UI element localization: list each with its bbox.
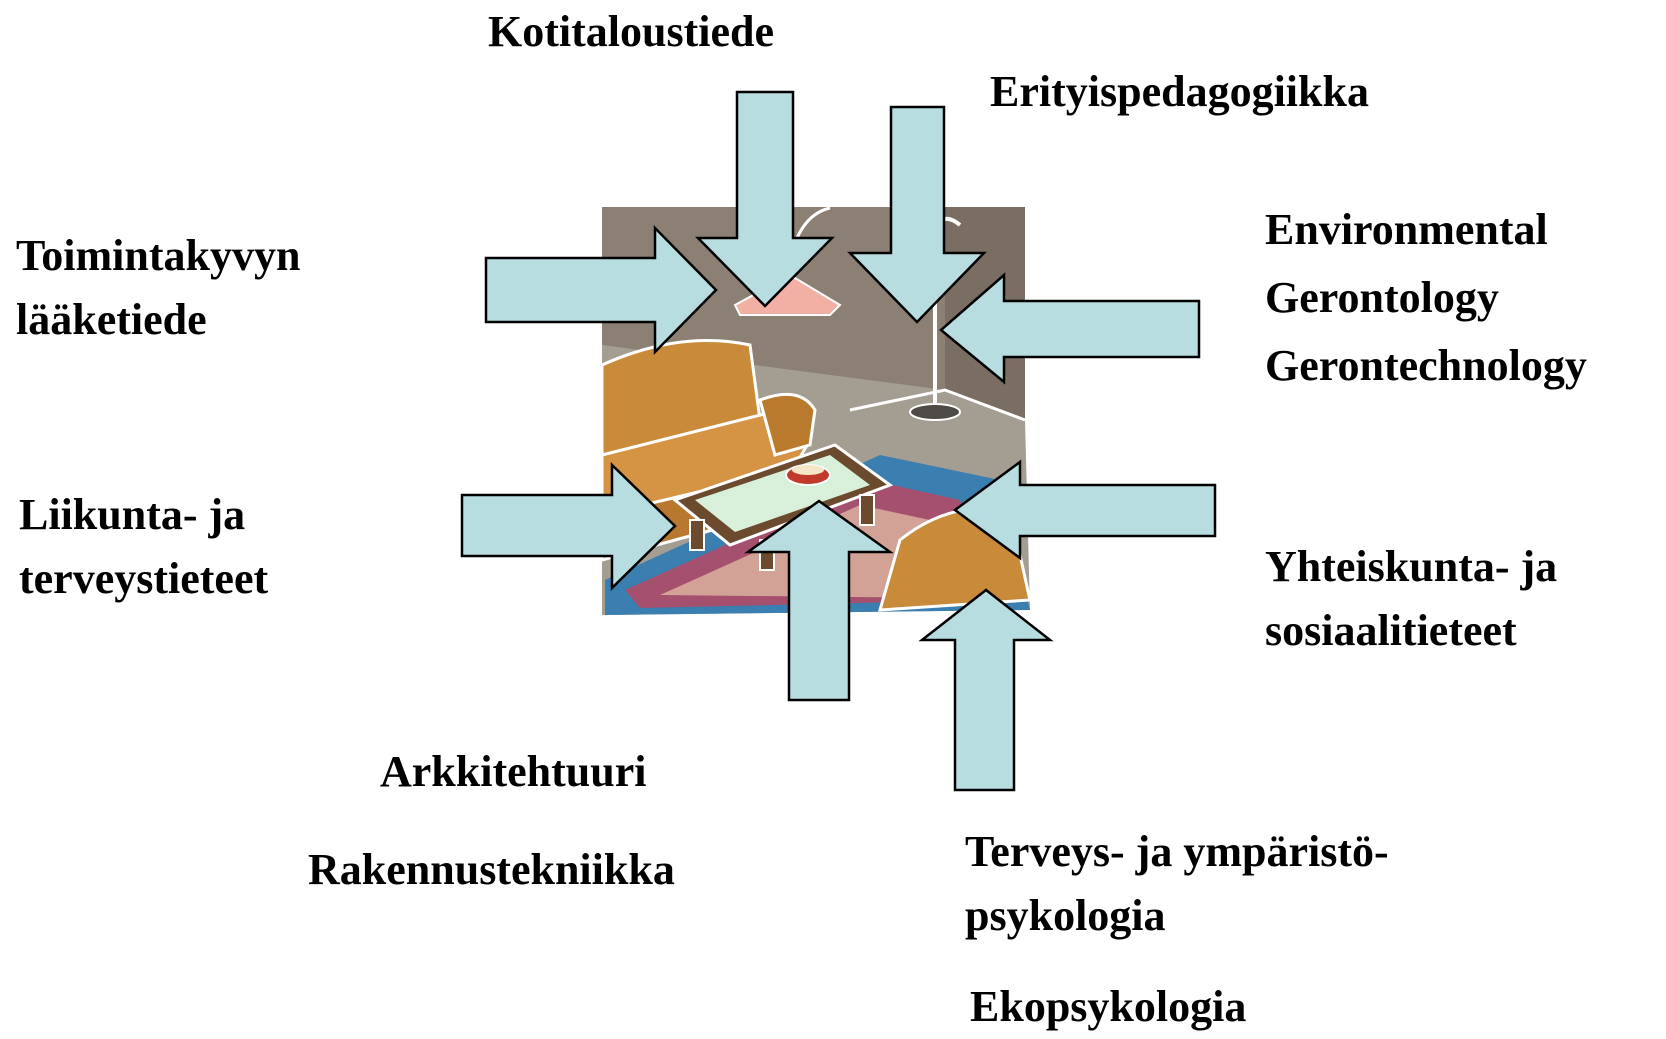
label-line: sosiaalitieteet (1265, 599, 1557, 663)
label-line: Gerontology (1265, 264, 1587, 332)
label-line: Liikunta- ja (19, 483, 268, 547)
label-environmental-gerontology: Environmental Gerontology Gerontechnolog… (1265, 196, 1587, 400)
arrow-up-terveys (922, 590, 1050, 790)
label-yhteiskunta-sosiaalitieteet: Yhteiskunta- ja sosiaalitieteet (1265, 535, 1557, 663)
label-arkkitehtuuri: Arkkitehtuuri (380, 740, 646, 804)
label-terveys-ymparistopsykologia: Terveys- ja ympäristö- psykologia (965, 820, 1389, 948)
label-line: Terveys- ja ympäristö- (965, 820, 1389, 884)
label-liikunta-terveystieteet: Liikunta- ja terveystieteet (19, 483, 268, 611)
label-line: Gerontechnology (1265, 332, 1587, 400)
label-line: psykologia (965, 884, 1389, 948)
label-line: Yhteiskunta- ja (1265, 535, 1557, 599)
label-rakennustekniikka: Rakennustekniikka (308, 838, 675, 902)
label-line: Toimintakyvyn (16, 224, 300, 288)
label-line: Environmental (1265, 196, 1587, 264)
label-erityispedagogiikka: Erityispedagogiikka (990, 60, 1369, 124)
label-toimintakyvyn-laaketiede: Toimintakyvyn lääketiede (16, 224, 300, 352)
label-line: terveystieteet (19, 547, 268, 611)
label-ekopsykologia: Ekopsykologia (970, 975, 1246, 1039)
label-line: lääketiede (16, 288, 300, 352)
label-kotitaloustiede: Kotitaloustiede (488, 0, 774, 64)
